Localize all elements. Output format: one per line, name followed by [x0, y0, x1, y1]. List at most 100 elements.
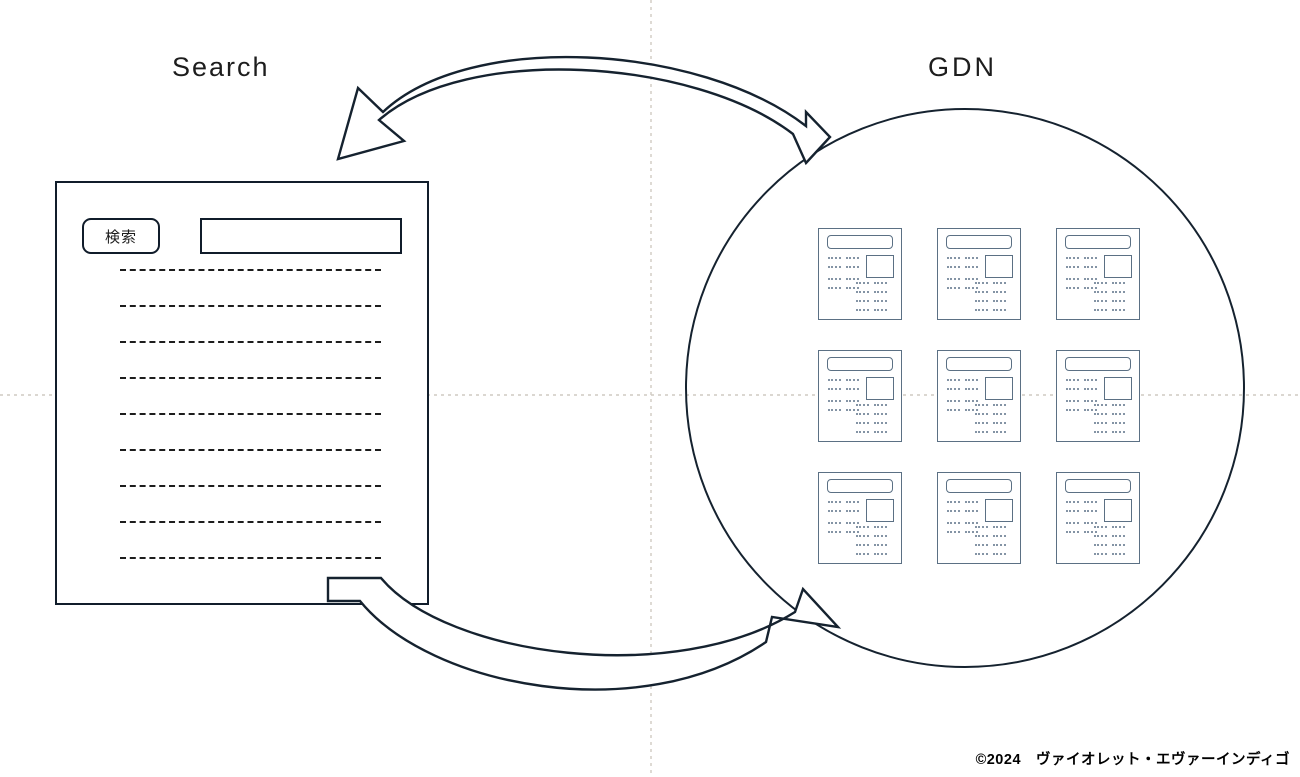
ad-card-text-line: [856, 413, 887, 415]
search-result-list: [57, 269, 431, 599]
ad-card-text-line: [1066, 510, 1097, 512]
ad-card-image-placeholder: [985, 377, 1013, 400]
ad-card-text-line: [856, 431, 887, 433]
ad-card[interactable]: [937, 350, 1021, 442]
search-result-line[interactable]: [120, 377, 381, 379]
ad-card-headline-bar: [827, 479, 893, 493]
ad-card-text-line: [828, 409, 859, 411]
ad-card-text-line: [947, 522, 978, 524]
ad-card-text-line: [856, 553, 887, 555]
page-title-gdn: GDN: [928, 52, 997, 82]
ad-card-image-placeholder: [1104, 377, 1132, 400]
ad-card-text-line: [975, 282, 1006, 284]
ad-card-image-placeholder: [985, 255, 1013, 278]
ad-card-image-placeholder: [866, 255, 894, 278]
search-bar-row: 検索: [82, 218, 402, 254]
search-input[interactable]: [200, 218, 402, 254]
ad-card-text-line: [1094, 309, 1125, 311]
ad-card[interactable]: [818, 350, 902, 442]
ad-card-text-line: [856, 404, 887, 406]
ad-card-text-line: [828, 522, 859, 524]
ad-card-text-line: [975, 422, 1006, 424]
ad-card[interactable]: [1056, 228, 1140, 320]
ad-card-text-line: [947, 531, 978, 533]
ad-card-headline-bar: [1065, 479, 1131, 493]
ad-card-text-line: [1094, 422, 1125, 424]
ad-card-text-line: [1066, 287, 1097, 289]
ad-card-text-line: [1094, 535, 1125, 537]
ad-card-text-line: [975, 300, 1006, 302]
ad-card-text-line: [828, 257, 859, 259]
ad-card-text-line: [1094, 526, 1125, 528]
ad-card-text-line: [856, 526, 887, 528]
ad-card-text-line: [947, 278, 978, 280]
gdn-ad-card-grid: [818, 228, 1140, 565]
ad-card-text-line: [975, 404, 1006, 406]
ad-card[interactable]: [1056, 350, 1140, 442]
ad-card-text-line: [828, 388, 859, 390]
ad-card-text-line: [1094, 404, 1125, 406]
ad-card-text-line: [947, 379, 978, 381]
ad-card-text-line: [1094, 291, 1125, 293]
search-result-line[interactable]: [120, 557, 381, 559]
ad-card-text-line: [947, 257, 978, 259]
ad-card-text-line: [856, 422, 887, 424]
search-result-line[interactable]: [120, 413, 381, 415]
search-results-panel: 検索: [55, 181, 429, 605]
ad-card-text-line: [1066, 522, 1097, 524]
ad-card-text-line: [1066, 278, 1097, 280]
ad-card-text-line: [828, 400, 859, 402]
ad-card-text-line: [856, 544, 887, 546]
ad-card-text-line: [947, 287, 978, 289]
search-result-line[interactable]: [120, 449, 381, 451]
arrow-gdn-to-search: [336, 55, 832, 166]
ad-card-image-placeholder: [1104, 255, 1132, 278]
ad-card-text-line: [1094, 300, 1125, 302]
ad-card-text-line: [856, 291, 887, 293]
search-button[interactable]: 検索: [82, 218, 160, 254]
ad-card-text-line: [1066, 379, 1097, 381]
ad-card-text-line: [975, 526, 1006, 528]
ad-card-headline-bar: [946, 357, 1012, 371]
ad-card[interactable]: [818, 228, 902, 320]
ad-card-text-line: [1066, 266, 1097, 268]
ad-card-text-line: [1094, 413, 1125, 415]
ad-card-image-placeholder: [866, 499, 894, 522]
ad-card-text-line: [947, 400, 978, 402]
ad-card-text-line: [975, 553, 1006, 555]
ad-card-text-line: [947, 388, 978, 390]
search-result-line[interactable]: [120, 269, 381, 271]
ad-card-text-line: [1066, 388, 1097, 390]
ad-card-text-line: [828, 501, 859, 503]
ad-card-headline-bar: [1065, 235, 1131, 249]
ad-card[interactable]: [937, 228, 1021, 320]
search-result-line[interactable]: [120, 305, 381, 307]
ad-card-text-line: [828, 531, 859, 533]
ad-card[interactable]: [1056, 472, 1140, 564]
search-result-line[interactable]: [120, 341, 381, 343]
ad-card-text-line: [828, 510, 859, 512]
ad-card-text-line: [975, 413, 1006, 415]
ad-card-text-line: [975, 535, 1006, 537]
ad-card-text-line: [1094, 544, 1125, 546]
ad-card[interactable]: [818, 472, 902, 564]
ad-card-image-placeholder: [866, 377, 894, 400]
ad-card-headline-bar: [1065, 357, 1131, 371]
ad-card[interactable]: [937, 472, 1021, 564]
ad-card-text-line: [828, 287, 859, 289]
ad-card-text-line: [856, 282, 887, 284]
ad-card-text-line: [828, 379, 859, 381]
ad-card-text-line: [1066, 257, 1097, 259]
ad-card-text-line: [975, 309, 1006, 311]
ad-card-text-line: [975, 431, 1006, 433]
gdn-circle-boundary: [685, 108, 1245, 668]
ad-card-text-line: [1066, 409, 1097, 411]
ad-card-headline-bar: [827, 357, 893, 371]
search-result-line[interactable]: [120, 521, 381, 523]
search-result-line[interactable]: [120, 485, 381, 487]
ad-card-text-line: [856, 300, 887, 302]
ad-card-text-line: [1094, 431, 1125, 433]
ad-card-text-line: [975, 291, 1006, 293]
ad-card-image-placeholder: [985, 499, 1013, 522]
